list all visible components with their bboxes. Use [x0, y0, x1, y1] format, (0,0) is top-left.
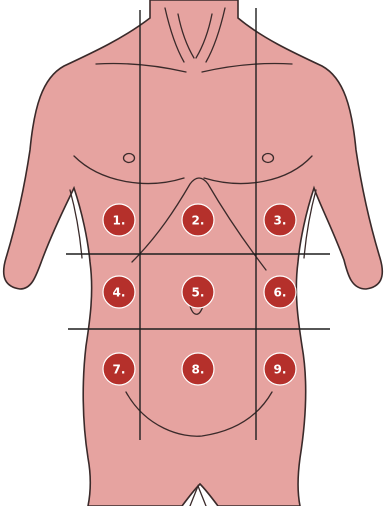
region-label: 4.: [113, 286, 126, 300]
region-marker-8: 8.: [182, 353, 214, 385]
region-marker-3: 3.: [264, 204, 296, 236]
torso-figure: [4, 0, 383, 506]
region-label: 9.: [274, 363, 287, 377]
region-marker-4: 4.: [103, 276, 135, 308]
region-label: 8.: [192, 363, 205, 377]
region-label: 2.: [192, 214, 205, 228]
region-marker-1: 1.: [103, 204, 135, 236]
region-label: 6.: [274, 286, 287, 300]
region-marker-9: 9.: [264, 353, 296, 385]
region-label: 3.: [274, 214, 287, 228]
region-marker-2: 2.: [182, 204, 214, 236]
region-label: 1.: [113, 214, 126, 228]
region-marker-5: 5.: [182, 276, 214, 308]
region-marker-7: 7.: [103, 353, 135, 385]
torso-silhouette: [4, 0, 383, 506]
region-marker-6: 6.: [264, 276, 296, 308]
region-label: 7.: [113, 363, 126, 377]
region-label: 5.: [192, 286, 205, 300]
